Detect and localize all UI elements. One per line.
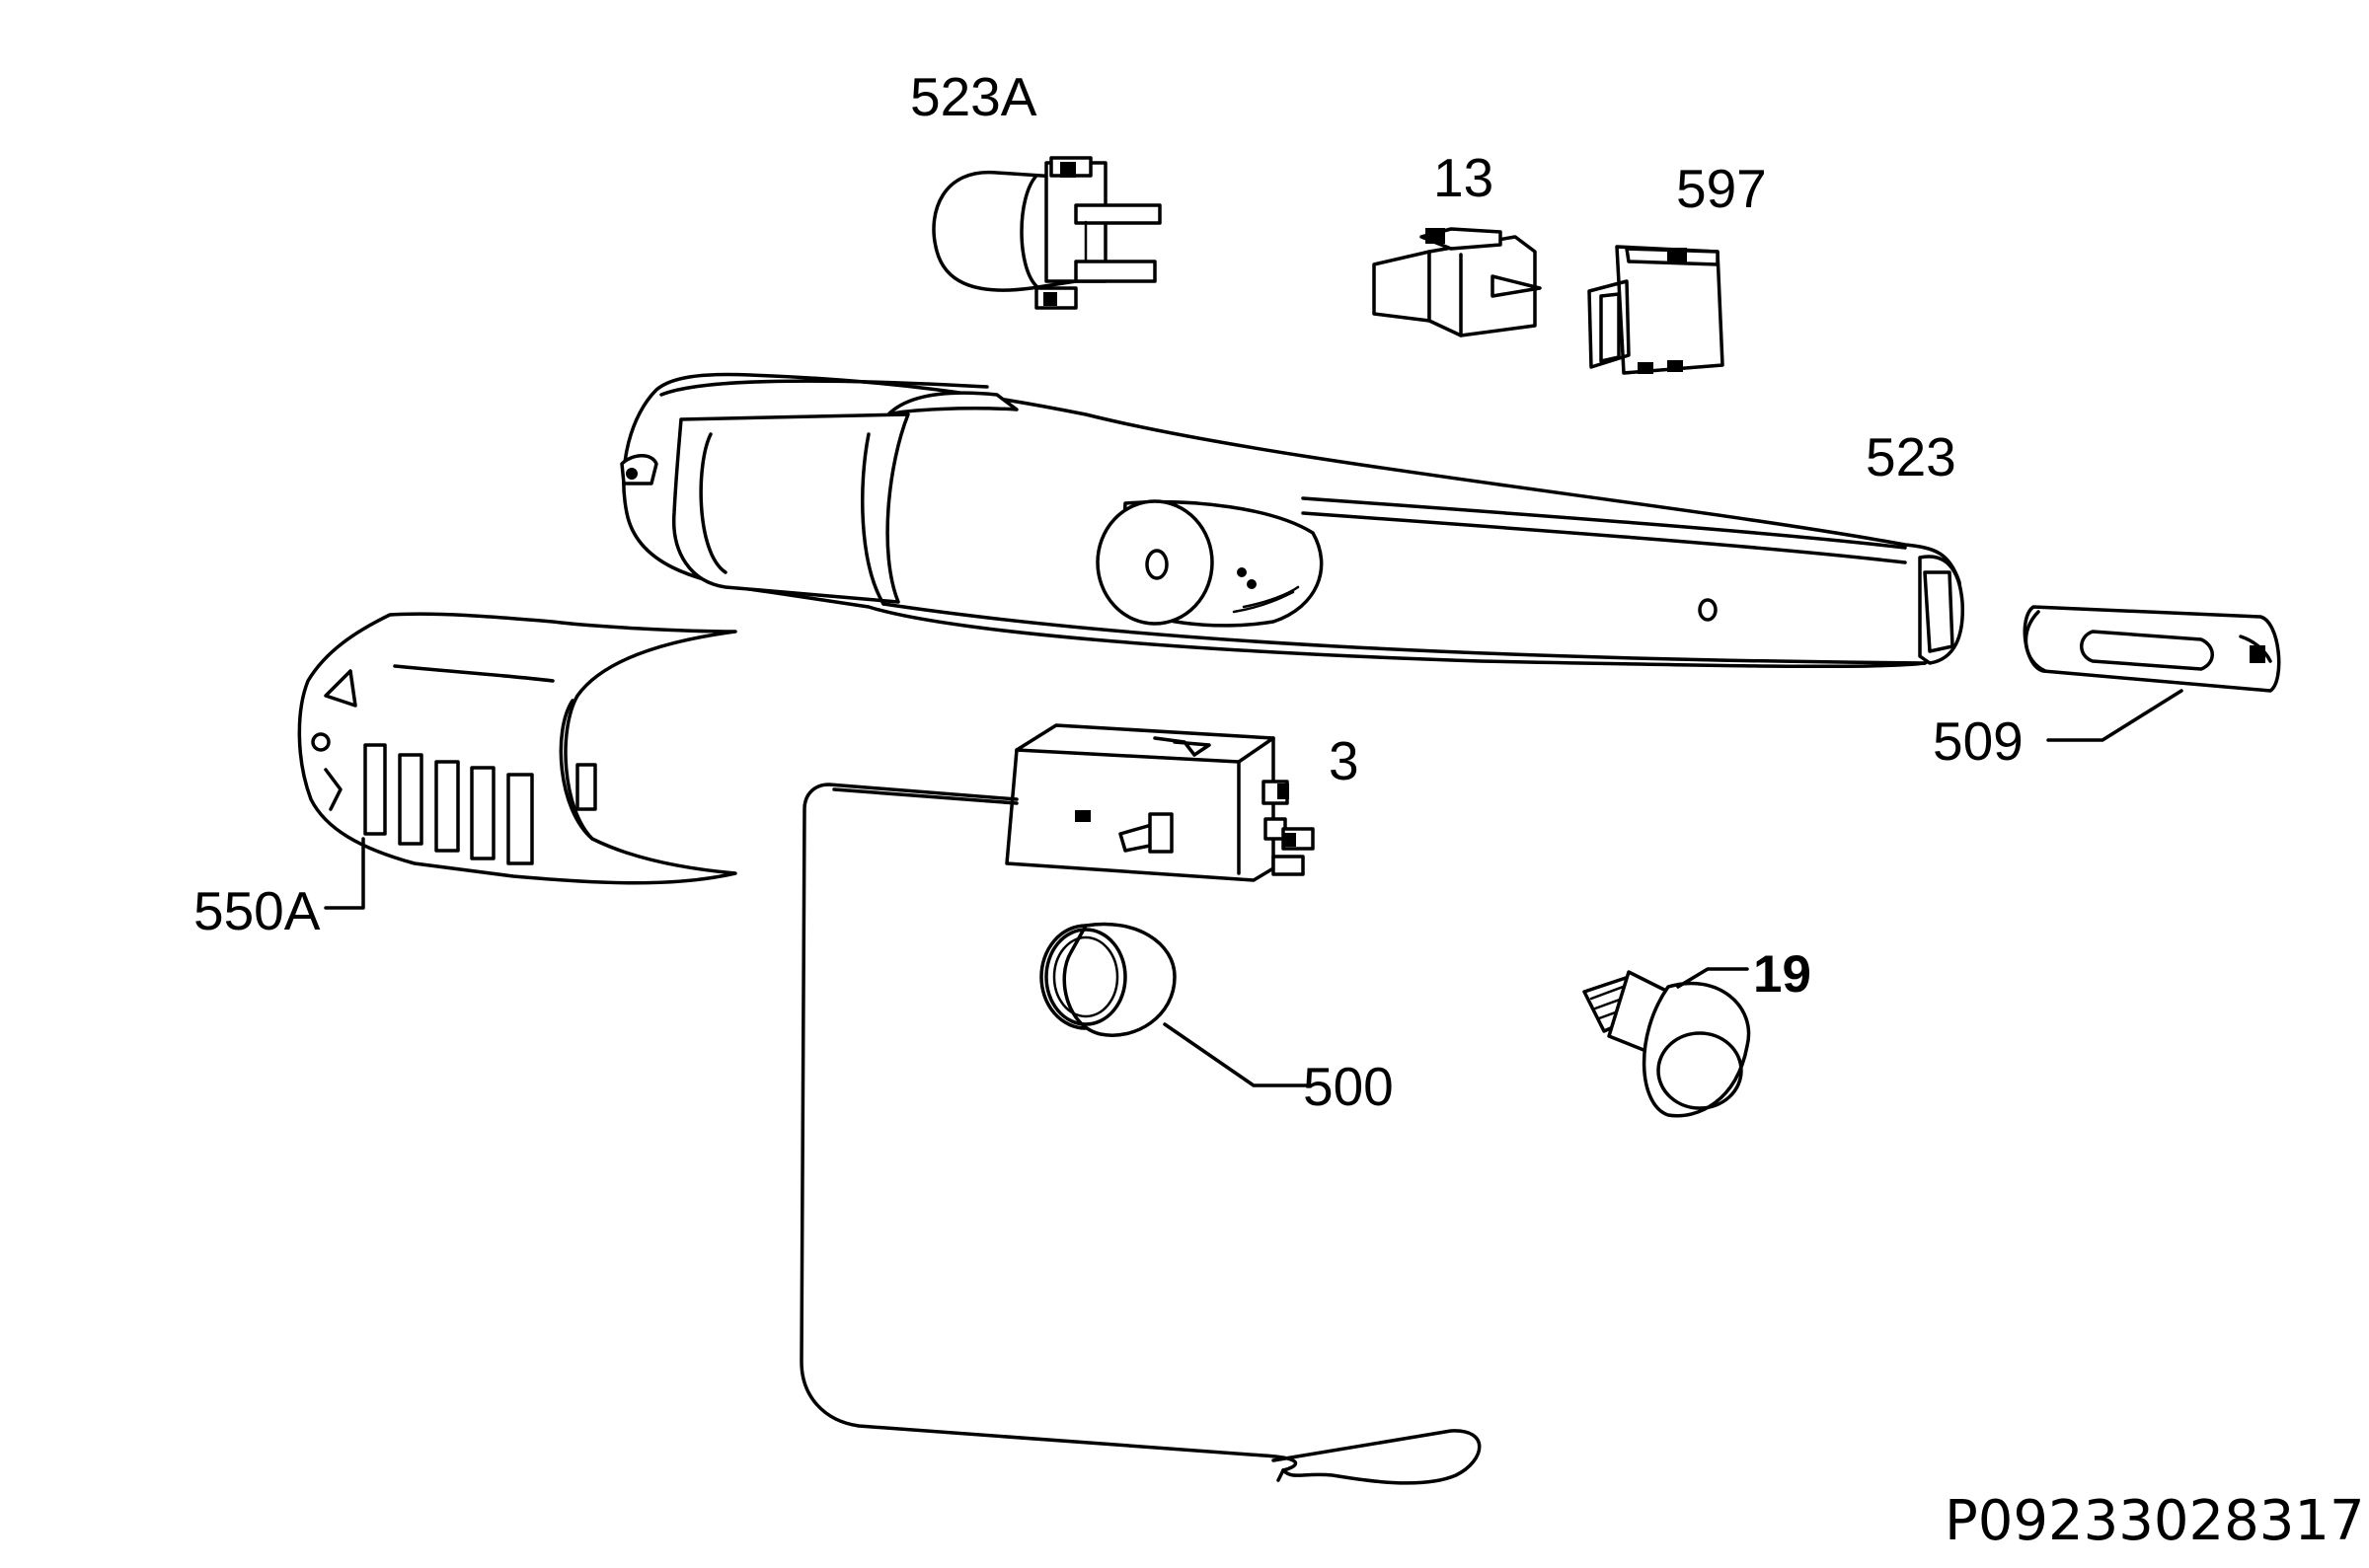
leader-500	[1163, 1022, 1310, 1087]
leader-550A	[324, 837, 365, 910]
part-509-lamp-cover	[2023, 605, 2281, 693]
label-550A: 550A	[193, 880, 321, 941]
drawing-code: P09233028317	[1945, 1489, 2365, 1553]
label-500: 500	[1303, 1056, 1394, 1117]
leader-19	[1676, 967, 1749, 989]
label-13: 13	[1433, 147, 1493, 208]
part-523-housing	[620, 372, 1964, 669]
label-523: 523	[1866, 426, 1956, 487]
part-597-bracket	[1587, 245, 1724, 375]
label-3: 3	[1329, 730, 1359, 791]
part-19-lamp-bulb	[1582, 970, 1751, 1118]
part-13-switch	[1372, 227, 1542, 337]
part-550A-cover	[297, 612, 737, 885]
label-509: 509	[1933, 710, 2024, 772]
part-500-knob	[1039, 922, 1177, 1037]
label-19: 19	[1753, 945, 1811, 1004]
part-3-thermostat	[800, 723, 1482, 1485]
leader-509	[2046, 689, 2183, 742]
label-523A: 523A	[910, 66, 1037, 127]
part-523A-lamp-holder	[932, 156, 1162, 310]
label-597: 597	[1676, 158, 1767, 219]
